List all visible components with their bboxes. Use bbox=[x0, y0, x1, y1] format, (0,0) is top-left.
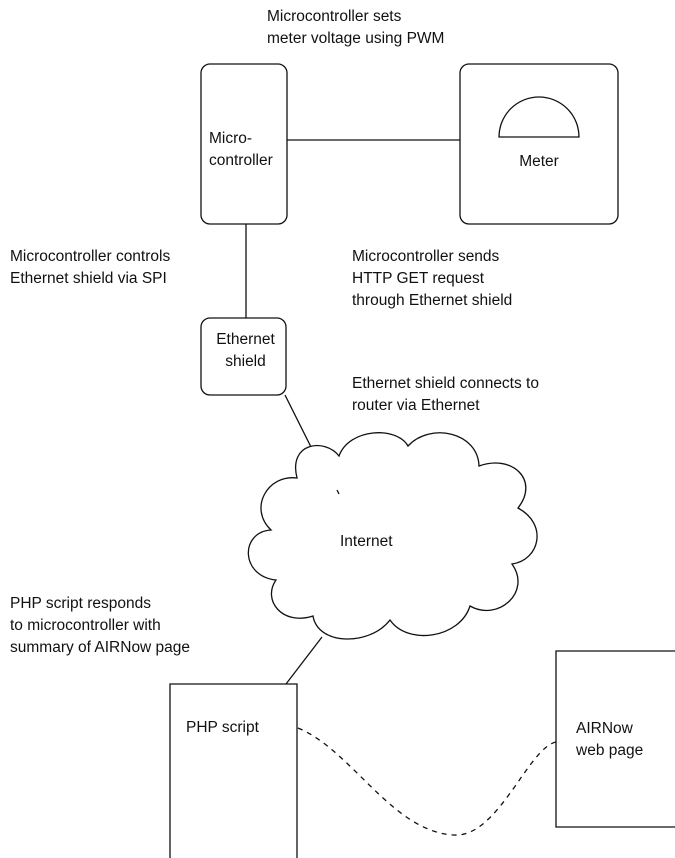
pwm-annotation: Microcontroller sets meter voltage using… bbox=[267, 6, 444, 50]
meter-label: Meter bbox=[519, 153, 559, 170]
http-annotation-line2: HTTP GET request bbox=[352, 270, 485, 287]
spi-annotation: Microcontroller controls Ethernet shield… bbox=[10, 246, 170, 290]
http-annotation-line3: through Ethernet shield bbox=[352, 292, 513, 309]
php-script-box bbox=[169, 683, 298, 858]
cloud-tick-mark bbox=[336, 489, 340, 495]
php-annotation: PHP script responds to microcontroller w… bbox=[10, 593, 190, 659]
meter-box bbox=[459, 63, 619, 225]
ethernet-shield-label-line2: shield bbox=[225, 353, 266, 370]
http-annotation: Microcontroller sends HTTP GET request t… bbox=[352, 246, 512, 312]
ethernet-shield-box bbox=[200, 317, 287, 396]
ethernet-shield-label-line1: Ethernet bbox=[216, 331, 275, 348]
airnow-page-label-line1: AIRNow bbox=[576, 720, 633, 737]
microcontroller-label-line1: Micro- bbox=[209, 130, 253, 147]
router-annotation-line1: Ethernet shield connects to bbox=[352, 375, 539, 392]
microcontroller-label-line2: controller bbox=[209, 152, 273, 169]
php-annotation-line2: to microcontroller with bbox=[10, 617, 161, 634]
internet-label: Internet bbox=[340, 533, 393, 550]
spi-annotation-line1: Microcontroller controls bbox=[10, 248, 171, 265]
microcontroller-box bbox=[200, 63, 288, 225]
pwm-annotation-line2: meter voltage using PWM bbox=[267, 30, 445, 47]
spi-annotation-line2: Ethernet shield via SPI bbox=[10, 270, 167, 287]
airnow-page-label-line2: web page bbox=[576, 742, 644, 759]
php-script-label: PHP script bbox=[186, 719, 259, 736]
router-annotation-line2: router via Ethernet bbox=[352, 397, 480, 414]
ethernet-shield-label: Ethernet shield bbox=[201, 329, 286, 373]
airnow-page-box bbox=[555, 650, 675, 828]
pwm-annotation-line1: Microcontroller sets bbox=[267, 8, 402, 25]
http-annotation-line1: Microcontroller sends bbox=[352, 248, 500, 265]
php-airnow-dashed-link bbox=[297, 727, 557, 836]
php-annotation-line1: PHP script responds bbox=[10, 595, 151, 612]
router-annotation: Ethernet shield connects to router via E… bbox=[352, 373, 539, 417]
meter-dial-icon bbox=[498, 96, 580, 138]
internet-php-connector bbox=[285, 636, 323, 685]
microcontroller-label: Micro- controller bbox=[201, 128, 287, 172]
airnow-page-label: AIRNow web page bbox=[576, 718, 671, 762]
internet-cloud bbox=[247, 432, 538, 640]
php-annotation-line3: summary of AIRNow page bbox=[10, 639, 191, 656]
